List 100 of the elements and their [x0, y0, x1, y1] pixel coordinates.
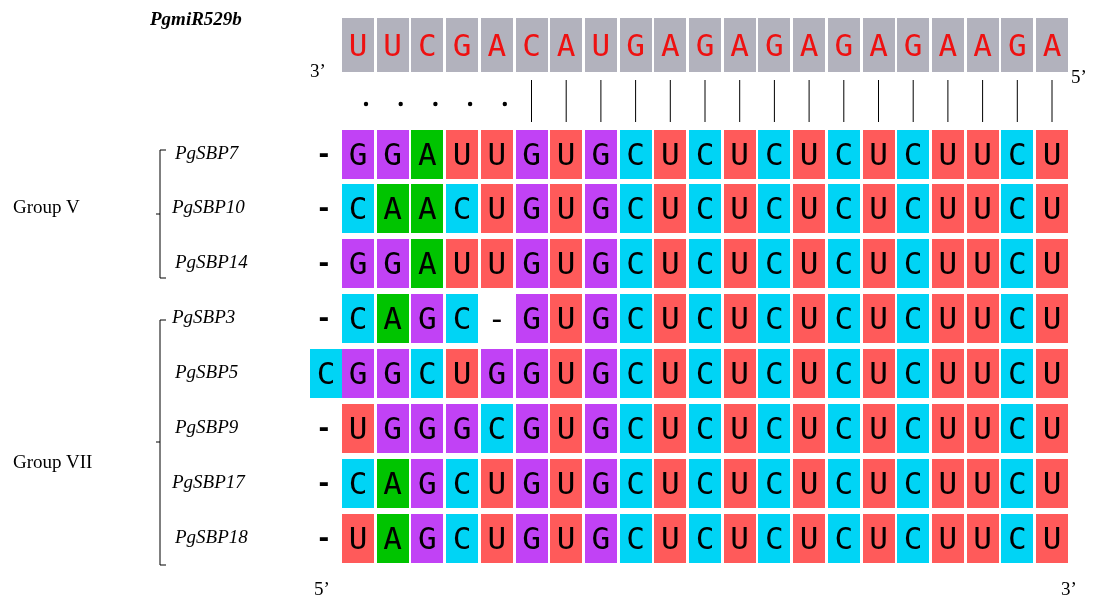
gap-dash: -	[316, 412, 330, 445]
nucleotide-cell: A	[480, 18, 513, 72]
nucleotide-cell: U	[931, 404, 964, 453]
nucleotide-cell: U	[723, 514, 756, 563]
nucleotide-cell: C	[411, 18, 444, 72]
nucleotide-cell: G	[376, 349, 409, 398]
gap-dash: -	[316, 522, 330, 555]
end-label: 3’	[310, 60, 326, 82]
group-label: Group VII	[13, 451, 93, 473]
nucleotide-cell: U	[550, 130, 583, 179]
nucleotide-cell: C	[446, 514, 479, 563]
nucleotide-cell: C	[758, 514, 791, 563]
nucleotide-cell: C	[827, 294, 860, 343]
nucleotide-cell: U	[862, 239, 895, 288]
nucleotide-cell: U	[654, 404, 687, 453]
nucleotide-cell: C	[342, 184, 374, 233]
nucleotide-cell: G	[446, 404, 479, 453]
nucleotide-cell: C	[689, 349, 721, 398]
nucleotide-cell: C	[897, 239, 930, 288]
nucleotide-cell: C	[342, 294, 374, 343]
nucleotide-cell: C	[515, 18, 548, 72]
nucleotide-cell: A	[376, 459, 409, 508]
nucleotide-cell: U	[1036, 294, 1068, 343]
sequence-name: PgSBP3	[172, 306, 236, 328]
nucleotide-cell: G	[689, 18, 721, 72]
nucleotide-cell: G	[515, 184, 548, 233]
nucleotide-cell: G	[584, 184, 617, 233]
nucleotide-cell: U	[966, 239, 999, 288]
nucleotide-cell: U	[793, 184, 826, 233]
nucleotide-cell: U	[723, 130, 756, 179]
nucleotide-cell: A	[654, 18, 687, 72]
gap-dash: -	[316, 138, 330, 171]
nucleotide-cell: U	[723, 184, 756, 233]
nucleotide-cell: U	[584, 18, 617, 72]
nucleotide-cell: A	[966, 18, 999, 72]
sequence-name: PgSBP17	[172, 471, 245, 493]
nucleotide-cell: A	[723, 18, 756, 72]
nucleotide-cell: G	[411, 459, 444, 508]
nucleotide-cell: A	[376, 514, 409, 563]
nucleotide-cell: A	[931, 18, 964, 72]
sequence-name: PgSBP10	[172, 196, 245, 218]
nucleotide-cell: C	[689, 514, 721, 563]
nucleotide-cell: C	[897, 130, 930, 179]
nucleotide-cell: U	[480, 514, 513, 563]
nucleotide-cell: U	[862, 404, 895, 453]
nucleotide-cell: U	[931, 459, 964, 508]
nucleotide-cell: G	[480, 349, 513, 398]
nucleotide-cell: U	[654, 130, 687, 179]
nucleotide-cell: U	[723, 459, 756, 508]
nucleotide-cell: U	[862, 514, 895, 563]
nucleotide-cell: G	[584, 459, 617, 508]
nucleotide-cell: G	[342, 239, 374, 288]
nucleotide-cell: C	[758, 459, 791, 508]
nucleotide-cell: G	[515, 459, 548, 508]
nucleotide-cell: U	[550, 459, 583, 508]
nucleotide-cell: C	[758, 294, 791, 343]
nucleotide-cell: U	[966, 294, 999, 343]
nucleotide-cell: G	[515, 239, 548, 288]
nucleotide-cell: G	[584, 130, 617, 179]
nucleotide-cell: U	[931, 349, 964, 398]
sequence-name: PgSBP14	[175, 251, 248, 273]
nucleotide-cell: C	[689, 239, 721, 288]
nucleotide-cell: U	[550, 184, 583, 233]
nucleotide-cell: C	[827, 514, 860, 563]
nucleotide-cell: C	[619, 239, 652, 288]
nucleotide-cell: C	[446, 184, 479, 233]
nucleotide-cell: C	[827, 349, 860, 398]
nucleotide-cell: G	[376, 404, 409, 453]
nucleotide-cell: U	[654, 294, 687, 343]
nucleotide-cell: U	[723, 349, 756, 398]
nucleotide-cell: A	[862, 18, 895, 72]
nucleotide-cell: C	[827, 130, 860, 179]
nucleotide-cell: C	[897, 184, 930, 233]
sequence-name: PgSBP18	[175, 526, 248, 548]
nucleotide-cell: U	[966, 184, 999, 233]
gap-dash: -	[316, 467, 330, 500]
nucleotide-cell: A	[411, 239, 444, 288]
nucleotide-cell: U	[862, 130, 895, 179]
nucleotide-cell: G	[827, 18, 860, 72]
nucleotide-cell: U	[793, 514, 826, 563]
nucleotide-cell: C	[758, 184, 791, 233]
nucleotide-cell: U	[550, 294, 583, 343]
nucleotide-cell: A	[1036, 18, 1068, 72]
nucleotide-cell: G	[758, 18, 791, 72]
nucleotide-cell: U	[793, 349, 826, 398]
nucleotide-cell: U	[1036, 130, 1068, 179]
nucleotide-cell: C	[1001, 349, 1034, 398]
nucleotide-cell: C	[827, 184, 860, 233]
nucleotide-cell: U	[862, 349, 895, 398]
nucleotide-cell: U	[723, 294, 756, 343]
nucleotide-cell: C	[480, 404, 513, 453]
nucleotide-cell: C	[1001, 294, 1034, 343]
nucleotide-cell: U	[480, 130, 513, 179]
nucleotide-cell: G	[584, 514, 617, 563]
nucleotide-cell: A	[376, 294, 409, 343]
nucleotide-cell: C	[689, 294, 721, 343]
nucleotide-cell: U	[654, 239, 687, 288]
nucleotide-cell: G	[515, 349, 548, 398]
nucleotide-cell: G	[411, 514, 444, 563]
nucleotide-cell: U	[862, 459, 895, 508]
